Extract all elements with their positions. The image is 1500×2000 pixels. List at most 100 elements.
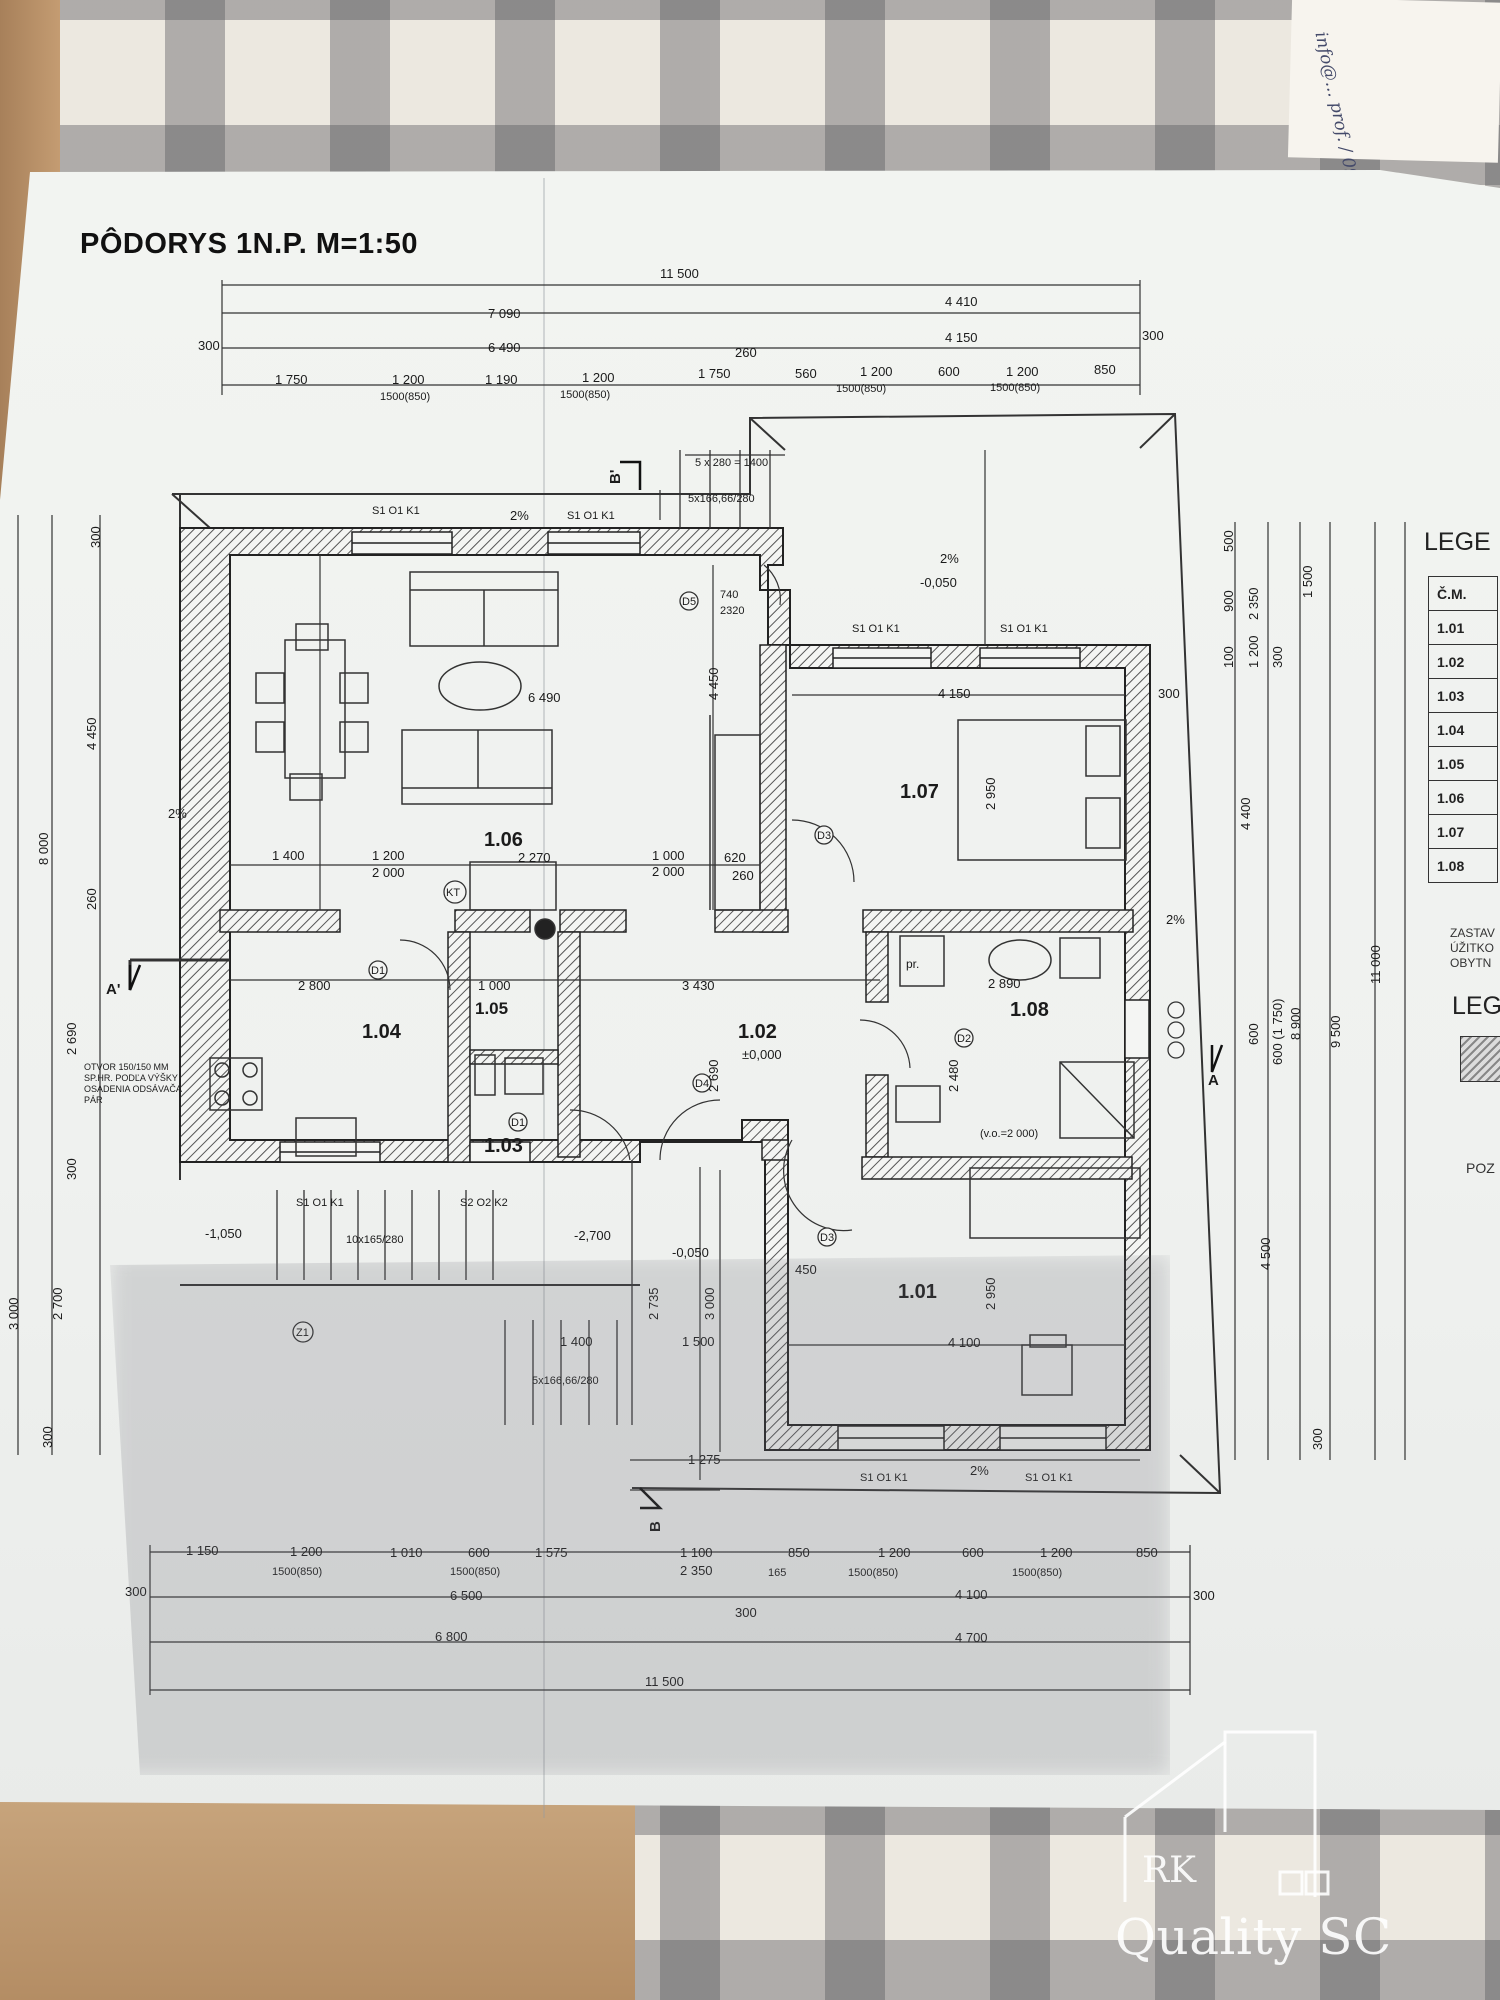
slope-terrace: 2% — [940, 551, 959, 566]
plan-title: PÔDORYS 1N.P. M=1:50 — [80, 228, 418, 260]
dim-right-1500: 1 500 — [1300, 565, 1315, 598]
bottom-dimension-labels: 1 150 1 200 1500(850) 1 010 600 1500(850… — [125, 1543, 1215, 1689]
dim-top-4150: 4 150 — [945, 330, 978, 345]
dim-top-r4-10: 600 — [938, 364, 960, 379]
dim-bot-r2-2: 300 — [735, 1605, 757, 1620]
dim-left-300a: 300 — [64, 1158, 79, 1180]
plan-notes: OTVOR 150/150 MM SP.HR. PODĽA VÝŠKY OSAD… — [84, 957, 1038, 1140]
dim-bot-r1-9: 850 — [788, 1545, 810, 1560]
note-osadenia: OSADENIA ODSÁVAČA — [84, 1084, 182, 1094]
dim-int-3000: 3 000 — [702, 1287, 717, 1320]
legend-cell: 1.08 — [1428, 848, 1498, 883]
legend-row: 1.08 — [1428, 848, 1498, 883]
dim-top-r4-1: 1 200 — [392, 372, 425, 387]
slope-top: 2% — [510, 508, 529, 523]
window-tag-1: S1 O1 K1 — [372, 505, 420, 517]
legend-row: 1.02 — [1428, 644, 1498, 679]
level-lower-left: -1,050 — [205, 1226, 242, 1241]
room-1-08: 1.08 — [1010, 999, 1049, 1021]
legend-row: 1.06 — [1428, 780, 1498, 815]
dim-int-620: 620 — [724, 850, 746, 865]
room-1-02: 1.02 — [738, 1021, 777, 1043]
dim-bot-r1-5: 1500(850) — [450, 1566, 500, 1578]
dim-right-300: 300 — [1270, 646, 1285, 668]
dim-top-300b: 300 — [1142, 328, 1164, 343]
dim-overall-top: 11 500 — [660, 266, 699, 281]
tag-d4: D4 — [695, 1078, 709, 1090]
windows — [279, 531, 1150, 1451]
slope-left: 2% — [168, 806, 187, 821]
dim-bot-r1-10: 165 — [768, 1567, 786, 1579]
dim-bot-r1-16: 850 — [1136, 1545, 1158, 1560]
tag-d1b: D1 — [511, 1117, 525, 1129]
dim-bot-r1-13: 600 — [962, 1545, 984, 1560]
exterior-walls — [179, 527, 1151, 1451]
dim-bot-r2-3: 4 100 — [955, 1587, 988, 1602]
legend-cell: 1.05 — [1428, 746, 1498, 781]
room-1-07: 1.07 — [900, 781, 939, 803]
wooden-table-corner — [0, 1800, 635, 2000]
dim-right-600-1750: 600 (1 750) — [1270, 999, 1285, 1066]
dim-overall-bottom: 11 500 — [645, 1674, 684, 1689]
room-1-06: 1.06 — [484, 829, 523, 851]
dim-left-300b: 300 — [40, 1426, 55, 1448]
dim-top-300a: 300 — [198, 338, 220, 353]
dim-top-260: 260 — [735, 345, 757, 360]
dim-right-11000: 11 000 — [1368, 945, 1383, 984]
note-otvor: OTVOR 150/150 MM — [84, 1062, 169, 1072]
dim-top-r4-5: 1500(850) — [560, 389, 610, 401]
note-par: PÁR — [84, 1095, 103, 1105]
section-a-prime: A' — [106, 981, 120, 998]
dim-bot-r3-1: 4 700 — [955, 1630, 988, 1645]
legend-header-row: Č.M. — [1428, 576, 1498, 611]
dim-top-r4-4: 1 200 — [582, 370, 615, 385]
dim-right-300b: 300 — [1310, 1428, 1325, 1450]
dim-top-r4-12: 1500(850) — [990, 382, 1040, 394]
section-a: A — [1208, 1072, 1219, 1089]
dim-bot-r1-2: 1500(850) — [272, 1566, 322, 1578]
window-tag-2: S1 O1 K1 — [567, 510, 615, 522]
legend-note-line: OBYTN — [1450, 956, 1492, 970]
dim-right-2350: 2 350 — [1246, 587, 1261, 620]
legend-header: Č.M. — [1428, 576, 1498, 611]
stairs — [276, 450, 785, 1425]
window-tag-4: S1 O1 K1 — [1000, 623, 1048, 635]
dim-right-900: 900 — [1221, 590, 1236, 612]
paper-fold-line — [543, 178, 545, 1818]
dim-int-1000: 1 000 — [652, 848, 685, 863]
dim-int-2890: 2 890 — [988, 976, 1021, 991]
dim-bot-r1-1: 1 200 — [290, 1544, 323, 1559]
dim-bot-r1-14: 1 200 — [1040, 1545, 1073, 1560]
dim-left-260: 260 — [84, 888, 99, 910]
stair-top-riser: 5x166,66/280 — [688, 493, 755, 505]
dim-int-450: 450 — [795, 1262, 817, 1277]
note-vo: (v.o.=2 000) — [980, 1128, 1038, 1140]
dim-top-r4-13: 850 — [1094, 362, 1116, 377]
tag-d3b: D3 — [820, 1232, 834, 1244]
tag-circles — [292, 591, 1185, 1343]
slope-right: 2% — [1166, 912, 1185, 927]
dim-int-4450: 4 450 — [706, 667, 721, 700]
dim-int-2950b: 2 950 — [983, 1277, 998, 1310]
dim-top-7090: 7 090 — [488, 306, 521, 321]
dim-int-740: 740 — [720, 589, 738, 601]
legend-row: 1.05 — [1428, 746, 1498, 781]
dim-right-4400: 4 400 — [1238, 797, 1253, 830]
legend-cell: 1.01 — [1428, 610, 1498, 645]
dim-int-1000b: 1 000 — [478, 978, 511, 993]
dim-top-r4-0: 1 750 — [275, 372, 308, 387]
dim-top-6490: 6 490 — [488, 340, 521, 355]
dim-bot-r1-11: 1 200 — [878, 1545, 911, 1560]
level-1-02: ±0,000 — [742, 1047, 782, 1062]
stair-left-riser: 10x165/280 — [346, 1234, 404, 1246]
legend-row: 1.01 — [1428, 610, 1498, 645]
section-markers — [128, 460, 1224, 1510]
dim-left-3000: 3 000 — [6, 1297, 21, 1330]
interior-dimension-labels: 6 490 4 450 740 2320 1 400 1 200 2 000 2… — [272, 589, 1180, 1467]
legend-row: 1.03 — [1428, 678, 1498, 713]
dim-bot-r1-6: 1 575 — [535, 1545, 568, 1560]
stair-top-count: 5 x 280 = 1400 — [695, 457, 768, 469]
tag-d2: D2 — [957, 1033, 971, 1045]
dim-right-600: 600 — [1246, 1023, 1261, 1045]
